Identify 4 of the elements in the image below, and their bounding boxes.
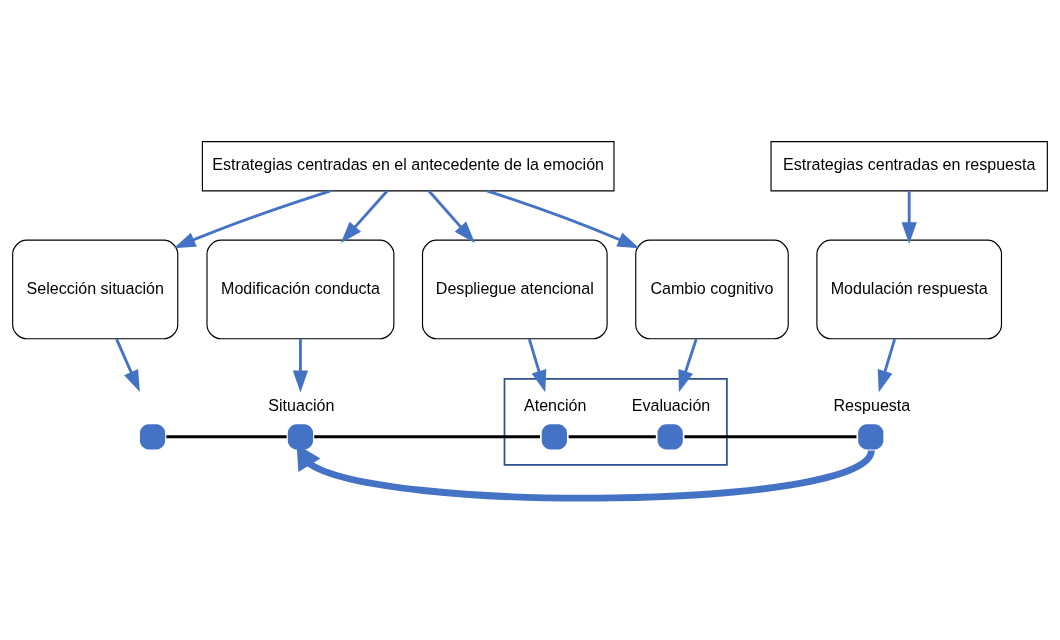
node-label: Evaluación <box>631 395 711 414</box>
node-label: Respuesta <box>833 395 911 414</box>
node-label: Atención <box>523 395 587 414</box>
node-label: Situación <box>268 395 335 414</box>
